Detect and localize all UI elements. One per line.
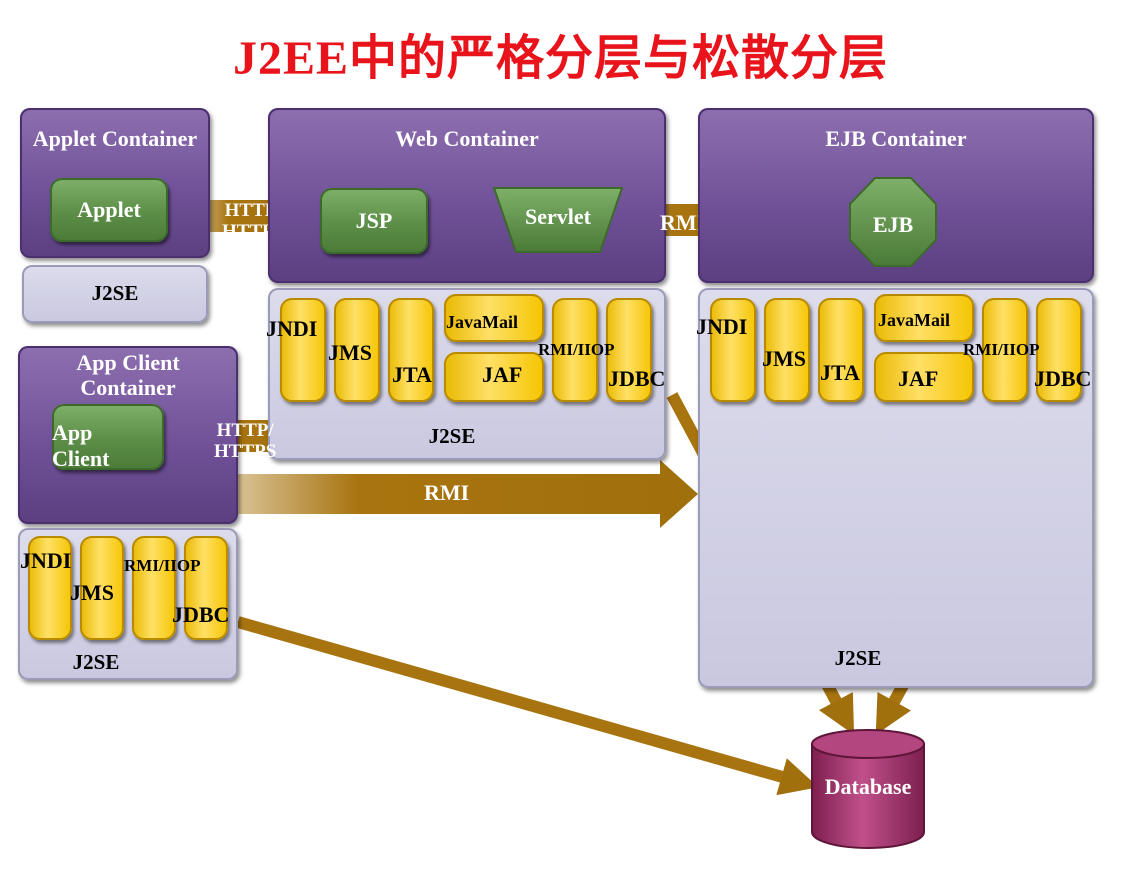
app-client-component-line2: Client: [52, 446, 110, 471]
ejb-container-title: EJB Container: [825, 126, 967, 151]
jsp-component: JSP: [320, 188, 428, 254]
ejb-jndi-pill: [710, 298, 756, 402]
app-client-component-line1: App: [52, 420, 93, 445]
web-container-title: Web Container: [395, 126, 539, 151]
ejb-jms-pill: [764, 298, 810, 402]
web-jta-label: JTA: [392, 362, 432, 387]
client-rmi-label: RMI/IIOP: [124, 556, 201, 575]
client-j2se-label: J2SE: [72, 650, 120, 674]
applet-j2se-label: J2SE: [91, 281, 139, 305]
applet-j2se: J2SE: [22, 265, 208, 323]
app-client-title-line1: App Client: [76, 350, 180, 375]
web-javamail-label: JavaMail: [446, 312, 518, 332]
web-container: Web Container JSP Servlet: [268, 108, 666, 283]
ejb-j2se-label: J2SE: [834, 646, 882, 670]
client-ejb-arrow: [175, 460, 698, 528]
client-jdbc-pill: [184, 536, 228, 640]
servlet-label: Servlet: [525, 204, 591, 229]
client-rmi-pill: [132, 536, 176, 640]
web-jaf-pill: [444, 352, 544, 402]
web-jndi-pill: [280, 298, 326, 402]
web-ejb-rmi-label: RMI: [660, 210, 706, 235]
web-jaf-label: JAF: [482, 362, 523, 387]
ejb-jaf-pill: [874, 352, 974, 402]
applet-http-label-line1: HTTP/: [224, 200, 282, 221]
web-rmi-label: RMI/IIOP: [538, 340, 615, 359]
ejb-javamail-pill: [874, 294, 974, 342]
client-db-arrow: [236, 616, 819, 796]
client-jndi-label: JNDI: [20, 548, 72, 573]
ejb-j2se: J2SE: [698, 288, 1094, 688]
ejb-label: EJB: [872, 212, 914, 237]
client-http-label: HTTP/ HTTPS: [214, 420, 276, 462]
web-j2se: J2SE: [268, 288, 666, 460]
app-client-component-label: App Client: [52, 420, 109, 472]
app-client-component: [52, 404, 164, 470]
database-label: Database: [824, 774, 912, 799]
client-jms-pill: [80, 536, 124, 640]
client-jdbc-label: JDBC: [172, 602, 230, 627]
client-ejb-rmi-label: RMI: [424, 480, 470, 505]
client-jms-label: JMS: [70, 580, 114, 605]
client-jndi-pill: [28, 536, 72, 640]
ejb-jta-pill: [818, 298, 864, 402]
app-client-title-line2: Container: [80, 375, 176, 400]
ejb-jaf-label: JAF: [898, 366, 939, 391]
app-client-j2se: J2SE: [18, 528, 238, 680]
applet-container: Applet Container Applet: [20, 108, 210, 258]
web-javamail-pill: [444, 294, 544, 342]
ejb-jdbc-label: JDBC: [1034, 366, 1092, 391]
web-j2se-label: J2SE: [428, 424, 476, 448]
client-http-label-line1: HTTP/: [216, 420, 274, 441]
client-http-label-line2: HTTPS: [214, 441, 277, 462]
ejb-jms-label: JMS: [762, 346, 806, 371]
ejb-octagon: [849, 177, 937, 267]
ejb-jndi-label: JNDI: [696, 314, 748, 339]
web-jms-pill: [334, 298, 380, 402]
ejb-jdbc-pill: [1036, 298, 1082, 402]
app-client-container-title: App Client Container: [18, 350, 238, 400]
web-jdbc-label: JDBC: [608, 366, 666, 391]
applet-container-title: Applet Container: [32, 126, 198, 151]
page-title: J2EE中的严格分层与松散分层: [232, 32, 889, 85]
web-jdbc-pill: [606, 298, 652, 402]
ejb-rmi-label: RMI/IIOP: [963, 340, 1040, 359]
applet-component: Applet: [50, 178, 168, 242]
ejb-javamail-label: JavaMail: [878, 310, 950, 330]
ejb-container: EJB Container EJB: [698, 108, 1094, 283]
web-jms-label: JMS: [328, 340, 372, 365]
database-cylinder: [811, 729, 925, 849]
servlet-trapezoid: [492, 187, 624, 253]
web-jta-pill: [388, 298, 434, 402]
web-jndi-label: JNDI: [266, 316, 318, 341]
ejb-jta-label: JTA: [820, 360, 860, 385]
web-rmi-pill: [552, 298, 598, 402]
app-client-container: App Client Container App Client: [18, 346, 238, 524]
ejb-rmi-pill: [982, 298, 1028, 402]
